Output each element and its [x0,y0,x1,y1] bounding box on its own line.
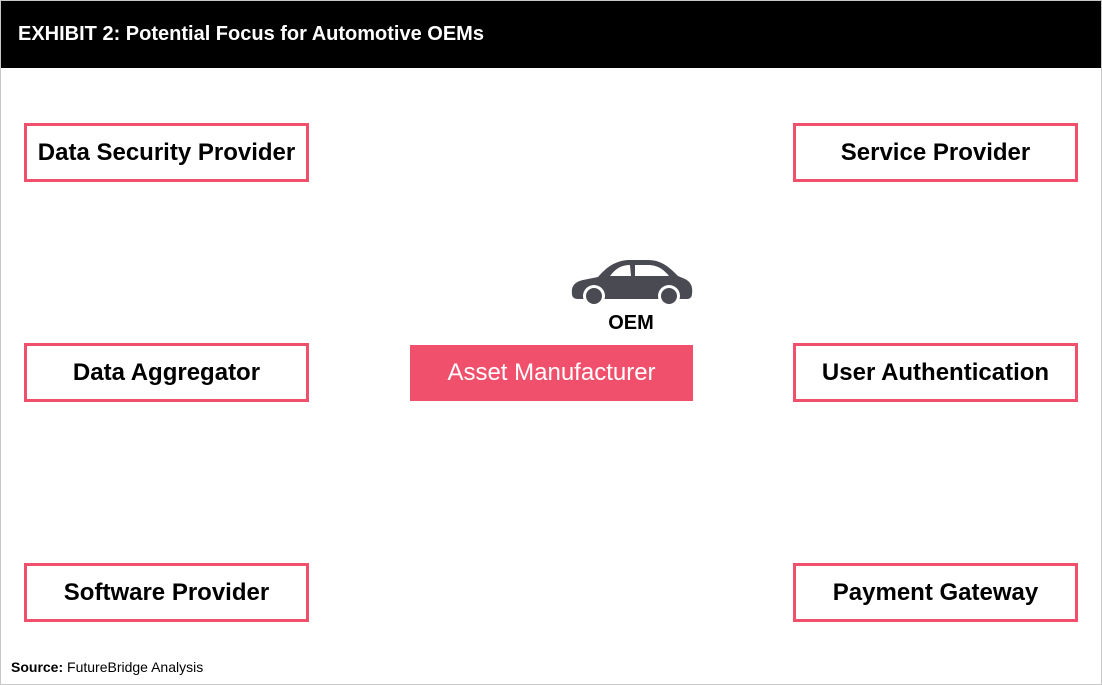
source-text: FutureBridge Analysis [67,659,204,675]
data-aggregator-box: Data Aggregator [24,343,309,402]
payment-gateway-box: Payment Gateway [793,563,1078,622]
data-security-provider-box: Data Security Provider [24,123,309,182]
source-note: Source: FutureBridge Analysis [11,659,203,675]
exhibit-title: EXHIBIT 2: Potential Focus for Automotiv… [1,1,1101,68]
car-icon [571,260,693,307]
service-provider-box: Service Provider [793,123,1078,182]
source-label: Source: [11,659,64,675]
software-provider-box: Software Provider [24,563,309,622]
user-authentication-box: User Authentication [793,343,1078,402]
asset-manufacturer-box: Asset Manufacturer [410,345,693,401]
oem-label: OEM [608,312,654,334]
